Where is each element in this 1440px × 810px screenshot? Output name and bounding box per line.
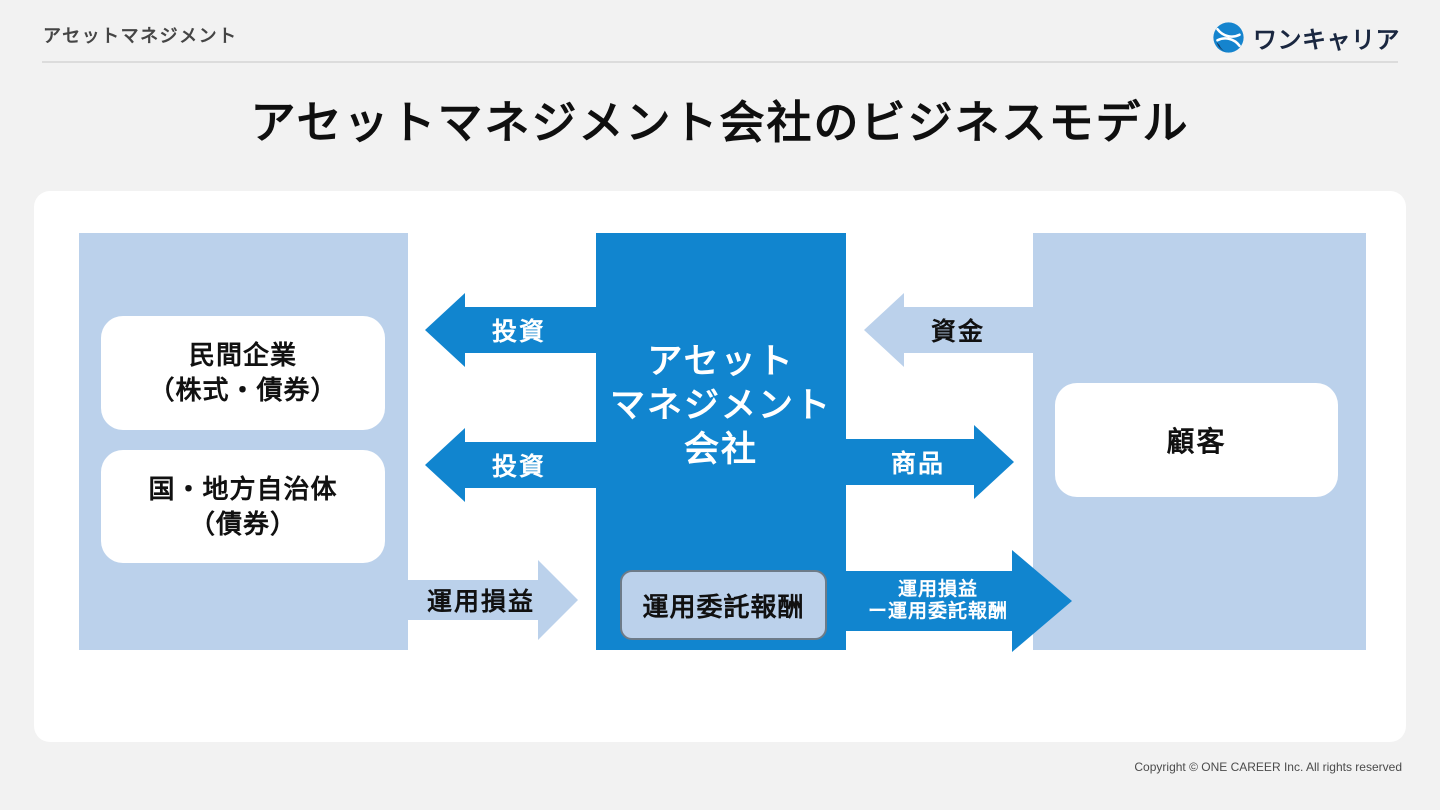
am-company-name: アセット マネジメント 会社 — [610, 340, 832, 472]
label-invest-top: 投資 — [491, 318, 547, 346]
fee-badge: 運用委託報酬 — [620, 570, 827, 640]
investee-card-private-line1: 民間企業 — [188, 340, 297, 370]
label-funds: 資金 — [930, 318, 986, 346]
customer-card: 顧客 — [1055, 383, 1338, 497]
label-pnl-minus-fee-line1: 運用損益 — [897, 579, 979, 600]
copyright-text: Copyright © ONE CAREER Inc. All rights r… — [1134, 760, 1402, 774]
brand-logo: ワンキャリア — [1212, 20, 1400, 55]
investee-card-government-line2: （債券） — [188, 508, 297, 539]
eyebrow-label: アセットマネジメント — [43, 26, 238, 46]
investees-box — [79, 233, 408, 650]
investee-card-government: 国・地方自治体 （債券） — [101, 450, 385, 563]
label-pnl-minus-fee: 運用損益 ー運用委託報酬 — [868, 579, 1008, 623]
swirl-logo-icon — [1213, 22, 1244, 53]
label-pnl: 運用損益 — [426, 588, 536, 616]
am-company-name-line2: マネジメント — [609, 385, 832, 425]
label-pnl-minus-fee-line2: ー運用委託報酬 — [867, 601, 1009, 622]
slide-title: アセットマネジメント会社のビジネスモデル — [250, 97, 1190, 148]
label-invest-bottom: 投資 — [491, 453, 547, 481]
brand-name: ワンキャリア — [1253, 27, 1400, 54]
investee-card-government-line1: 国・地方自治体 — [148, 473, 338, 504]
investee-card-private: 民間企業 （株式・債券） — [101, 316, 385, 430]
label-products: 商品 — [890, 450, 946, 478]
header-divider — [42, 61, 1398, 63]
am-company-name-line3: 会社 — [683, 429, 758, 469]
investee-card-private-line2: （株式・債券） — [148, 375, 338, 405]
am-company-name-line1: アセット — [647, 341, 795, 381]
customer-card-label: 顧客 — [1166, 426, 1227, 457]
